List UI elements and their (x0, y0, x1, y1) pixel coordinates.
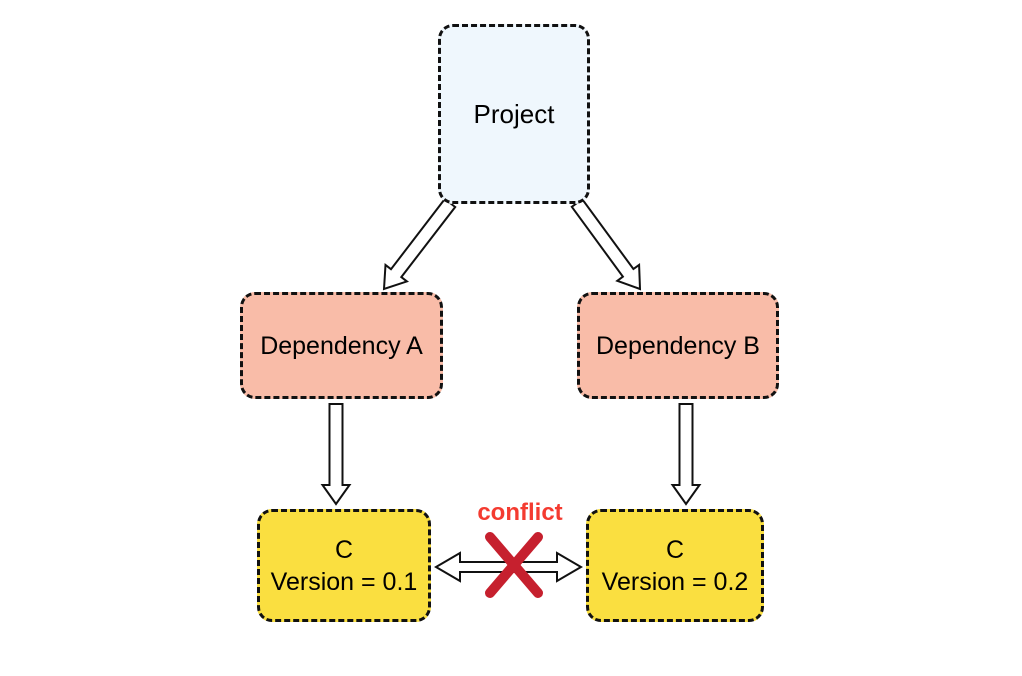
conflict-cross-icon (485, 532, 543, 598)
arrow-dependency-b-to-c (670, 403, 702, 506)
arrow-dependency-a-to-c (320, 403, 352, 506)
arrow-project-to-dependency-b (570, 197, 642, 291)
node-dependency-a-label: Dependency A (260, 331, 423, 360)
conflict-cross-icon (485, 532, 543, 598)
conflict-label: conflict (477, 499, 563, 526)
node-dependency-b-label: Dependency B (595, 331, 760, 360)
node-project-label: Project (473, 99, 555, 129)
node-c-version-02-version: Version = 0.2 (601, 567, 749, 596)
node-c-version-02-title: C (665, 535, 685, 564)
arrow-project-to-dependency-a (382, 197, 457, 291)
node-c-version-01-title: C (334, 535, 354, 564)
conflict-double-arrow (434, 551, 583, 583)
node-project: Project (438, 24, 590, 204)
node-dependency-a: Dependency A (240, 292, 443, 399)
node-c-version-02: C Version = 0.2 (586, 509, 764, 622)
node-c-version-01: C Version = 0.1 (257, 509, 431, 622)
node-c-version-01-version: Version = 0.1 (270, 567, 418, 596)
node-dependency-b: Dependency B (577, 292, 779, 399)
